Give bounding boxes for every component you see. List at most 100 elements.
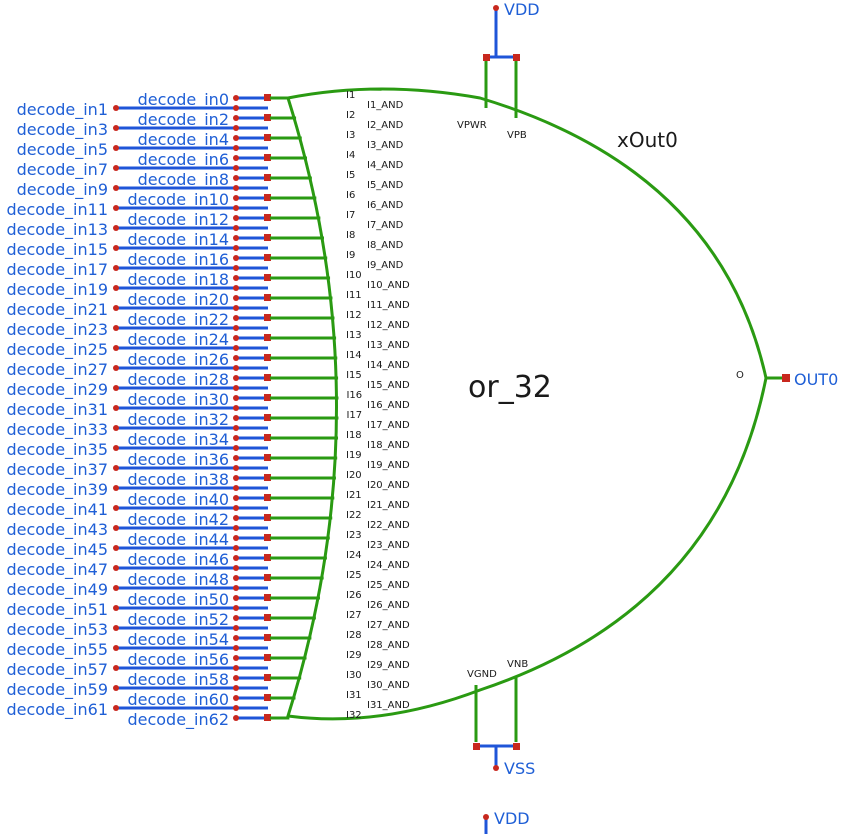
input-net-wire[interactable] [233,134,271,141]
vss-supply[interactable]: VSS [473,677,535,778]
input-net-wire[interactable] [233,714,271,721]
and-pin-label: I25_AND [367,580,410,591]
and-pin-label: I15_AND [367,380,410,391]
or-gate-outline[interactable] [286,87,768,721]
vpwr-pin-label: VPWR [457,120,487,131]
input-net-wire[interactable] [233,234,271,241]
input-net-wire[interactable] [113,485,268,491]
input-net-wire[interactable] [233,274,271,281]
vdd-top-supply[interactable]: VDD [483,0,540,118]
input-net-wire[interactable] [113,565,268,571]
net-label: decode_in18 [127,270,229,290]
input-net-wire[interactable] [233,614,271,621]
input-pin-label: I5 [346,170,355,181]
net-label: decode_in54 [127,630,229,650]
net-label: decode_in30 [127,390,229,410]
and-pin-label: I22_AND [367,520,410,531]
input-net-wire[interactable] [233,294,271,301]
input-net-wire[interactable] [113,545,268,551]
input-net-wire[interactable] [113,305,268,311]
input-net-wire[interactable] [113,285,268,291]
input-net-wire[interactable] [233,674,271,681]
input-net-wire[interactable] [233,374,271,381]
input-pin-label: I29 [346,650,362,661]
input-net-wire[interactable] [233,694,271,701]
net-label: decode_in31 [6,400,108,420]
input-net-wire[interactable] [233,394,271,401]
input-pin-label: I3 [346,130,355,141]
input-net-wire[interactable] [113,665,268,671]
input-net-wire[interactable] [233,414,271,421]
vgnd-pin-label: VGND [467,669,497,680]
and-pin-label: I11_AND [367,300,410,311]
or-gate-symbol[interactable] [286,87,768,721]
input-net-wire[interactable] [233,94,271,101]
input-net-wire[interactable] [113,405,268,411]
net-label: decode_in32 [127,410,229,430]
input-net-wire[interactable] [113,645,268,651]
input-net-wire[interactable] [113,245,268,251]
input-net-wire[interactable] [113,525,268,531]
input-net-wire[interactable] [233,214,271,221]
input-net-wire[interactable] [113,445,268,451]
input-net-wire[interactable] [113,625,268,631]
input-net-wire[interactable] [233,594,271,601]
net-label: decode_in37 [6,460,108,480]
input-pin-label: I31 [346,690,362,701]
input-net-wire[interactable] [233,474,271,481]
input-net-wire[interactable] [233,114,271,121]
and-pin-label: I13_AND [367,340,410,351]
input-pin-label: I18 [346,430,362,441]
output-port[interactable]: OUT0 [766,370,838,389]
input-net-wire[interactable] [113,425,268,431]
input-pin-label: I17 [346,410,362,421]
input-net-wire[interactable] [113,225,268,231]
input-net-wire[interactable] [113,365,268,371]
input-net-wire[interactable] [113,205,268,211]
net-label: decode_in48 [127,570,229,590]
input-pin-label: I15 [346,370,362,381]
input-net-wire[interactable] [233,554,271,561]
input-net-wire[interactable] [233,494,271,501]
input-net-wire[interactable] [113,165,268,171]
input-net-wire[interactable] [113,705,268,711]
input-net-wire[interactable] [113,345,268,351]
input-net-wire[interactable] [113,505,268,511]
input-net-wire[interactable] [233,314,271,321]
net-label: decode_in53 [6,620,108,640]
input-pin-label: I30 [346,670,362,681]
label-layer: decode_in0decode_in2decode_in4decode_in6… [6,90,410,730]
input-pin-label: I24 [346,550,362,561]
input-net-wire[interactable] [113,385,268,391]
input-net-wire[interactable] [233,514,271,521]
input-net-wire[interactable] [113,185,268,191]
input-net-wire[interactable] [233,654,271,661]
input-net-wire[interactable] [233,254,271,261]
input-net-wire[interactable] [113,105,268,111]
input-net-wire[interactable] [233,454,271,461]
input-net-wire[interactable] [113,125,268,131]
input-net-wire[interactable] [233,574,271,581]
input-net-wire[interactable] [233,194,271,201]
input-net-wire[interactable] [233,354,271,361]
input-pin-label: I26 [346,590,362,601]
input-pin-label: I13 [346,330,362,341]
net-label: decode_in0 [138,90,229,110]
input-net-wire[interactable] [113,605,268,611]
input-net-wire[interactable] [233,174,271,181]
input-net-wire[interactable] [233,434,271,441]
input-net-wire[interactable] [233,154,271,161]
input-net-wire[interactable] [113,325,268,331]
net-label: decode_in49 [6,580,108,600]
input-net-wire[interactable] [233,334,271,341]
input-net-wire[interactable] [113,465,268,471]
input-net-wire[interactable] [233,634,271,641]
vdd-bottom-supply[interactable]: VDD [483,809,530,834]
input-net-wire[interactable] [233,534,271,541]
input-net-wire[interactable] [113,685,268,691]
input-net-wire[interactable] [113,145,268,151]
input-pin-label: I8 [346,230,355,241]
input-net-wire[interactable] [113,265,268,271]
input-pin-label: I22 [346,510,362,521]
input-net-wire[interactable] [113,585,268,591]
